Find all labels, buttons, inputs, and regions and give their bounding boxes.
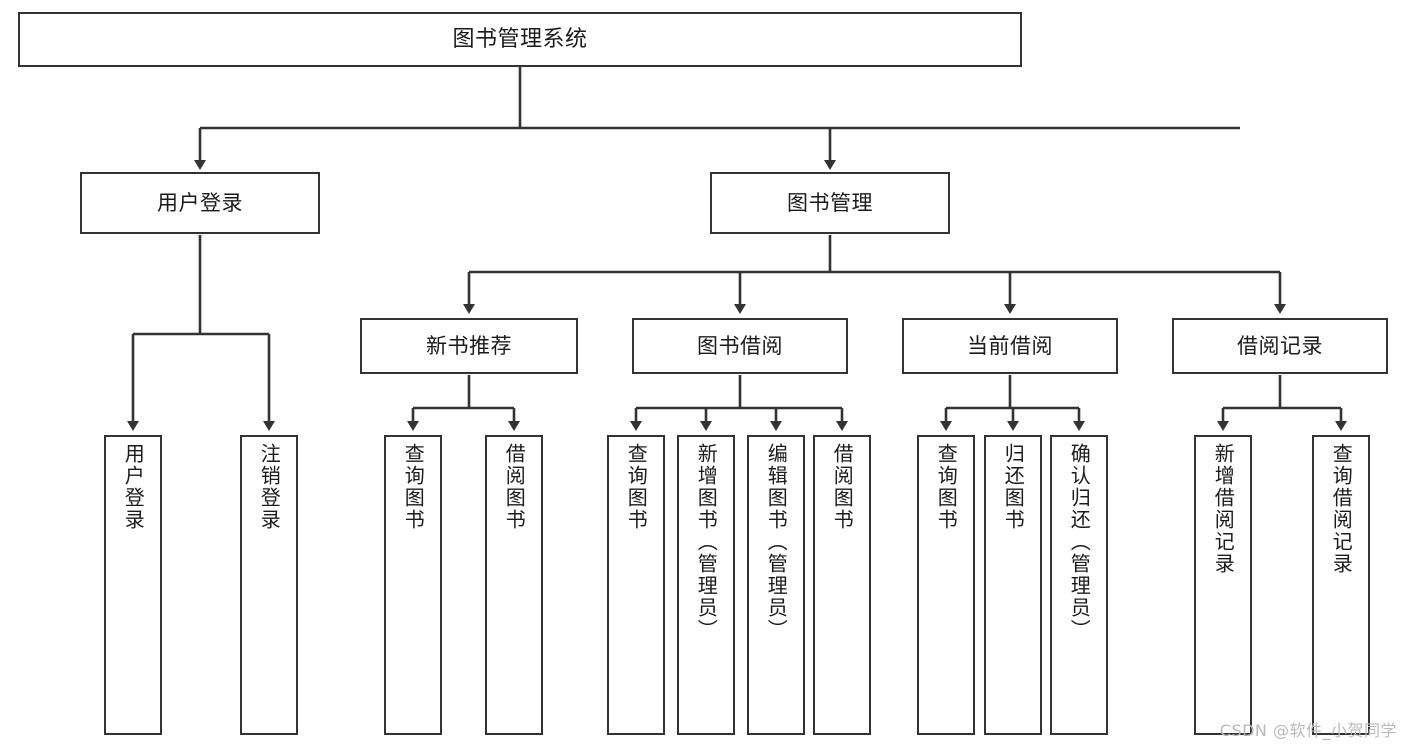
node-current-borrow-label: 当前借阅 [967, 333, 1053, 358]
leaf-label: 借阅图书 [502, 443, 527, 531]
leaf-borrow-add-book-admin[interactable]: 新增图书（管理员） [677, 435, 735, 735]
node-borrow-record[interactable]: 借阅记录 [1172, 318, 1388, 374]
node-current-borrow[interactable]: 当前借阅 [902, 318, 1118, 374]
node-user-login-label: 用户登录 [157, 190, 243, 215]
leaf-record-query-record[interactable]: 查询借阅记录 [1312, 435, 1370, 735]
leaf-current-return-book[interactable]: 归还图书 [984, 435, 1042, 735]
leaf-label: 查询图书 [401, 443, 426, 531]
leaf-label: 借阅图书 [830, 443, 855, 531]
leaf-label: 查询借阅记录 [1329, 443, 1354, 575]
leaf-label: 新增图书（管理员） [694, 443, 719, 641]
leaf-current-query-book[interactable]: 查询图书 [917, 435, 975, 735]
node-user-login[interactable]: 用户登录 [80, 172, 320, 234]
leaf-label: 查询图书 [934, 443, 959, 531]
leaf-borrow-edit-book-admin[interactable]: 编辑图书（管理员） [747, 435, 805, 735]
leaf-current-confirm-return-admin[interactable]: 确认归还（管理员） [1050, 435, 1108, 735]
leaf-label: 归还图书 [1001, 443, 1026, 531]
leaf-record-add-record[interactable]: 新增借阅记录 [1194, 435, 1252, 735]
leaf-user-login-logout[interactable]: 注销登录 [240, 435, 298, 735]
node-book-borrow-label: 图书借阅 [697, 333, 783, 358]
leaf-label: 用户登录 [121, 443, 146, 531]
node-root-label: 图书管理系统 [452, 26, 588, 52]
leaf-label: 新增借阅记录 [1211, 443, 1236, 575]
leaf-label: 编辑图书（管理员） [764, 443, 789, 641]
node-root-library-system[interactable]: 图书管理系统 [18, 12, 1022, 67]
node-book-management-label: 图书管理 [787, 190, 873, 215]
leaf-label: 注销登录 [257, 443, 282, 531]
watermark-text: CSDN @软件_小贺同学 [1219, 721, 1397, 740]
leaf-borrow-borrow-book[interactable]: 借阅图书 [813, 435, 871, 735]
node-borrow-record-label: 借阅记录 [1237, 333, 1323, 358]
leaf-label: 查询图书 [624, 443, 649, 531]
node-book-management[interactable]: 图书管理 [710, 172, 950, 234]
leaf-borrow-query-book[interactable]: 查询图书 [607, 435, 665, 735]
leaf-new-book-borrow[interactable]: 借阅图书 [485, 435, 543, 735]
leaf-label: 确认归还（管理员） [1067, 443, 1092, 641]
node-new-book-recommend[interactable]: 新书推荐 [360, 318, 578, 374]
leaf-new-book-query[interactable]: 查询图书 [384, 435, 442, 735]
leaf-user-login-login[interactable]: 用户登录 [104, 435, 162, 735]
node-book-borrow[interactable]: 图书借阅 [632, 318, 848, 374]
node-new-book-recommend-label: 新书推荐 [426, 333, 512, 358]
